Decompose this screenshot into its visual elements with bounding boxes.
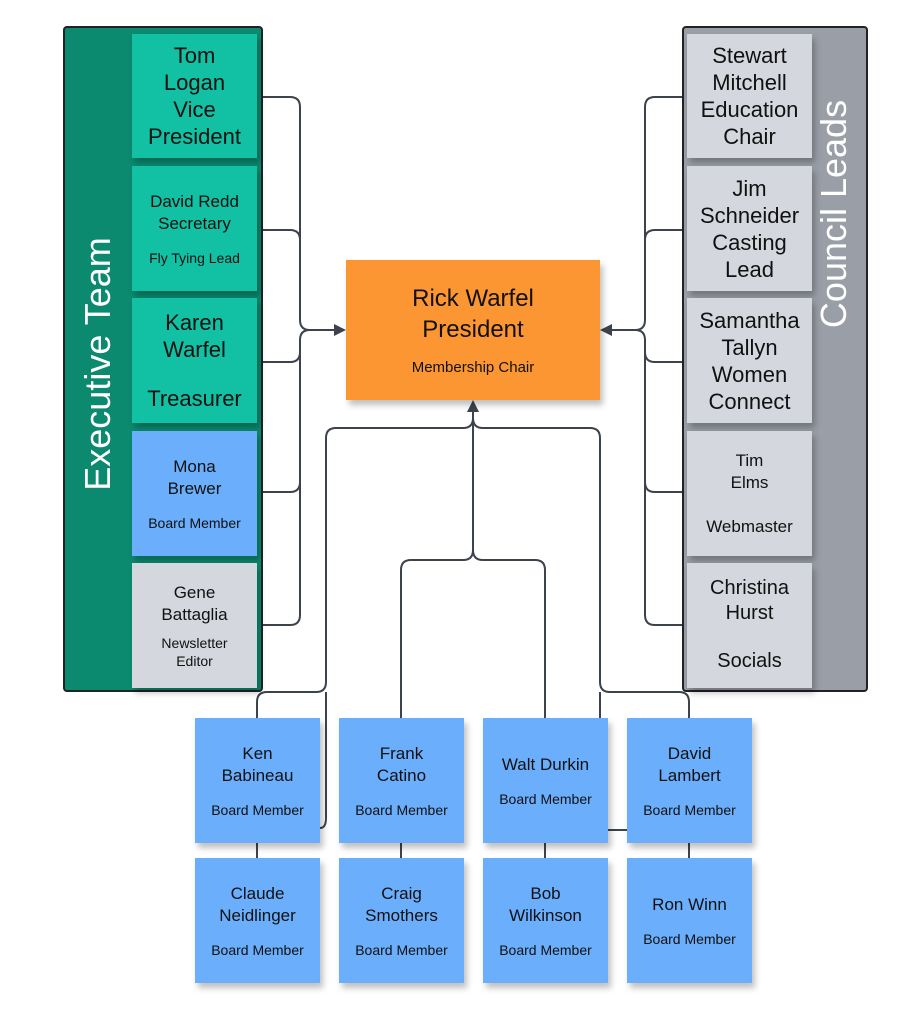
arrow-up-icon <box>467 400 479 412</box>
left-connectors <box>262 96 336 626</box>
right-connectors <box>610 96 687 626</box>
board-connectors <box>256 410 690 858</box>
exec-sticky-tom-logan[interactable]: Tom Logan Vice President <box>132 34 257 158</box>
council-sticky-stewart-mitchell[interactable]: Stewart Mitchell Education Chair <box>687 34 812 158</box>
arrow-left-icon <box>334 324 346 336</box>
council-leads-title: Council Leads <box>813 99 854 329</box>
council-sticky-jim-schneider[interactable]: Jim Schneider Casting Lead <box>687 166 812 291</box>
council-sticky-samantha-tallyn[interactable]: Samantha Tallyn Women Connect <box>687 298 812 423</box>
arrow-right-icon <box>600 324 612 336</box>
executive-team-title: Executive Team <box>77 237 118 491</box>
